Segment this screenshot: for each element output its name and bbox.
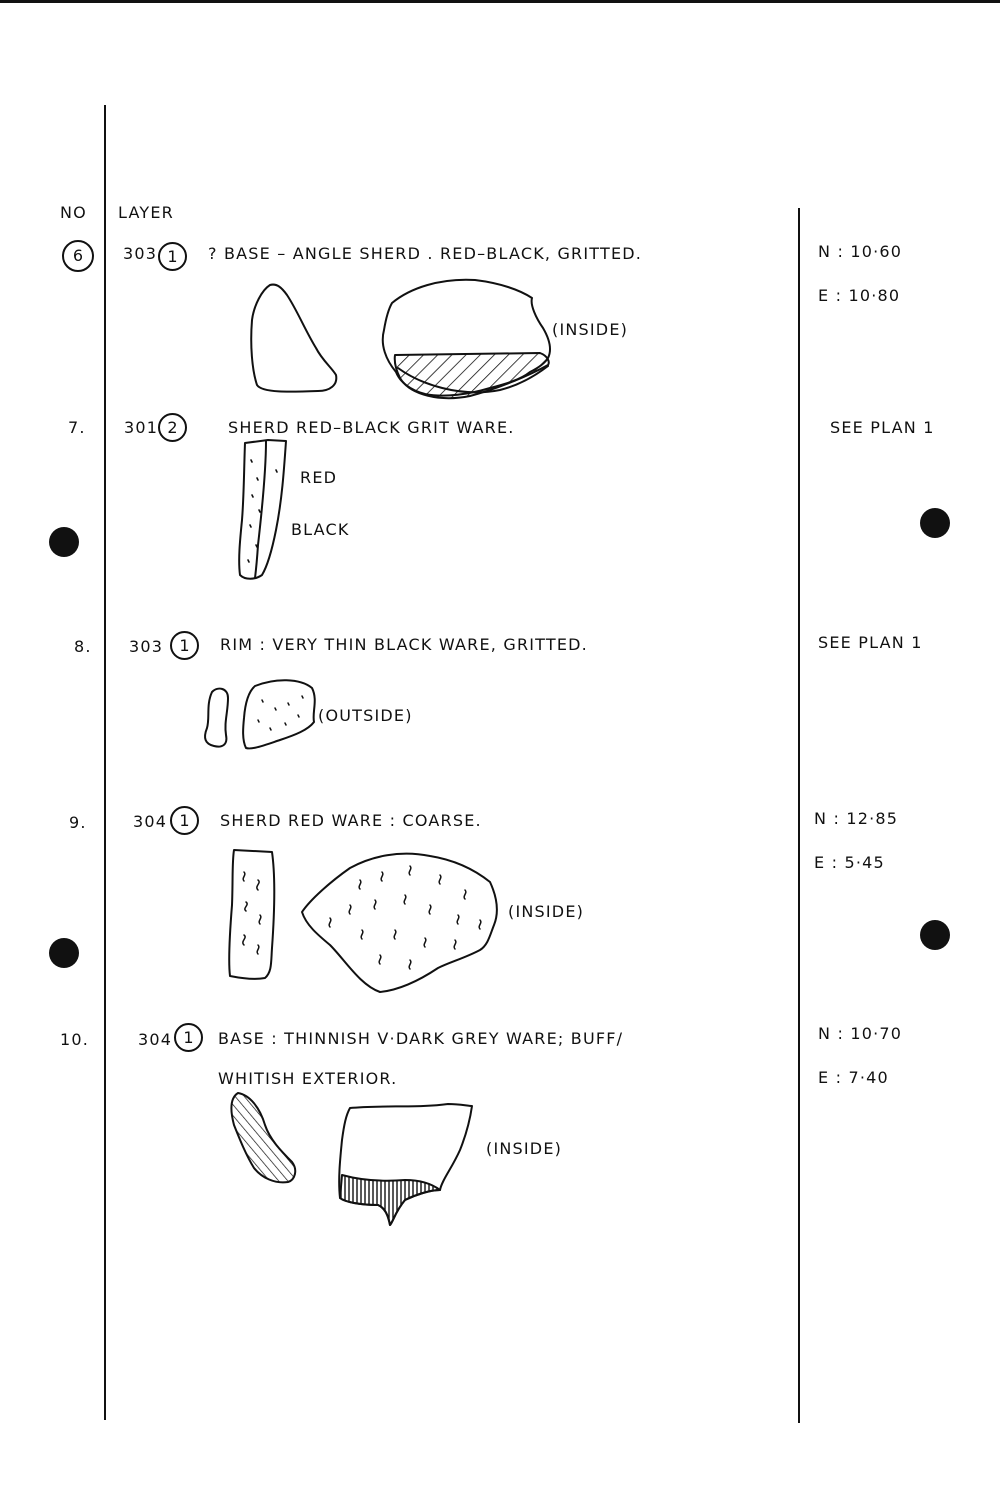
- layer-number: 303: [123, 244, 158, 263]
- layer-subcontext-circle: 1: [158, 242, 187, 271]
- layer-subcontext-circle: 2: [158, 413, 187, 442]
- sherd-description: SHERD RED WARE : COARSE.: [220, 811, 482, 830]
- binder-hole-left-2: [49, 938, 79, 968]
- sherd-description: RIM : VERY THIN BLACK WARE, GRITTED.: [220, 635, 588, 654]
- location-reference: SEE PLAN 1: [818, 633, 923, 652]
- sherd-description: BASE : THINNISH V·DARK GREY WARE; BUFF/: [218, 1029, 624, 1048]
- section-label-black: BLACK: [291, 520, 350, 539]
- entry-number: 7.: [68, 418, 86, 437]
- sherd-7-grit-dots: [247, 459, 278, 563]
- view-annotation: (OUTSIDE): [318, 706, 413, 725]
- view-annotation: (INSIDE): [508, 902, 585, 921]
- sherd-6-profile: [250, 283, 338, 393]
- location-north: N : 12·85: [814, 809, 899, 828]
- layer-number: 301: [124, 418, 159, 437]
- layer-subcontext-circle: 1: [170, 631, 199, 660]
- location-east: E : 5·45: [814, 853, 885, 872]
- header-layer: LAYER: [118, 203, 174, 222]
- sherd-7-layer-divider: [254, 440, 267, 579]
- sherd-9-grit-marks-inside: [328, 865, 482, 970]
- section-label-red: RED: [300, 468, 338, 487]
- binder-hole-left-1: [49, 527, 79, 557]
- sherd-9-section: [228, 849, 276, 980]
- location-east: E : 10·80: [818, 286, 901, 305]
- layer-number: 304: [138, 1030, 173, 1049]
- sherd-8-rim-section: [204, 687, 229, 748]
- sherd-9-grit-marks: [242, 871, 262, 955]
- sherd-10-hatched-base: [339, 1174, 441, 1226]
- location-north: N : 10·70: [818, 1024, 903, 1043]
- sherd-9-inside-view: [301, 852, 498, 993]
- location-east: E : 7·40: [818, 1068, 889, 1087]
- entry-number: 10.: [60, 1030, 90, 1049]
- sherd-description: ? BASE – ANGLE SHERD . RED–BLACK, GRITTE…: [208, 244, 643, 263]
- sherd-8-grit-dots: [257, 695, 304, 731]
- location-north: N : 10·60: [818, 242, 903, 261]
- binder-hole-right-1: [920, 508, 950, 538]
- header-no: NO: [60, 203, 87, 222]
- layer-number: 304: [133, 812, 168, 831]
- layer-subcontext-circle: 1: [174, 1023, 203, 1052]
- sherd-6-hatched-band: [397, 365, 549, 394]
- sherd-10-inside-view: [338, 1103, 473, 1226]
- location-reference: SEE PLAN 1: [830, 418, 935, 437]
- sherd-8-outside-view: [242, 679, 316, 750]
- entry-number-circled: 6: [62, 240, 94, 272]
- sherd-6-hatched-rim: [393, 352, 550, 400]
- layer-subcontext-circle: 1: [170, 806, 199, 835]
- entry-number: 9.: [69, 813, 87, 832]
- entry-number: 8.: [74, 637, 92, 656]
- sherd-description: SHERD RED–BLACK GRIT WARE.: [228, 418, 515, 437]
- right-column-rule: [798, 208, 800, 1423]
- view-annotation: (INSIDE): [486, 1139, 563, 1158]
- binder-hole-right-2: [920, 920, 950, 950]
- view-annotation: (INSIDE): [552, 320, 629, 339]
- sherd-description-continued: WHITISH EXTERIOR.: [218, 1069, 398, 1088]
- page-top-border: [0, 0, 1000, 3]
- sherd-10-section: [230, 1092, 297, 1184]
- layer-number: 303: [129, 637, 164, 656]
- left-column-rule: [104, 105, 106, 1420]
